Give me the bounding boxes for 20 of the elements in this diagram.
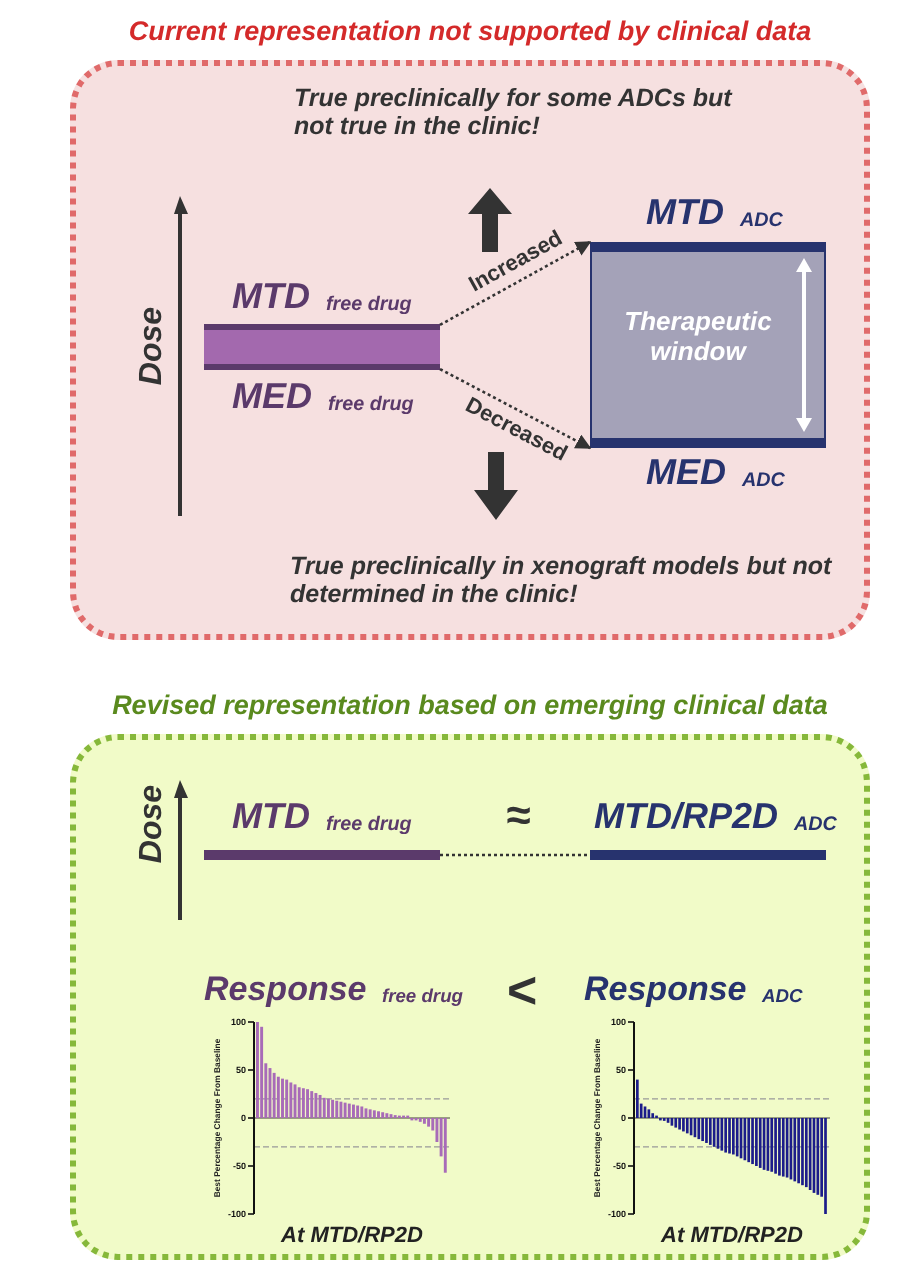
undefined: True preclinically in xenograft models but not determined in the clinic!: [290, 552, 834, 608]
dose-level-label: MED $_{free drug}$: [232, 376, 414, 418]
dose-level-label: MTD $_{ADC}$: [646, 192, 783, 234]
panel-heading: Revised representation based on emerging clinical data: [110, 690, 830, 720]
window-label: Therapeutic window: [622, 306, 774, 366]
dose-level-label: MED $_{ADC}$: [646, 452, 785, 494]
dose-level-label: MTD $_{free drug}$: [232, 276, 412, 318]
panel-heading: Current representation not supported by clinical data: [126, 16, 814, 46]
undefined: <: [506, 960, 539, 1022]
dotted-arrow: [439, 367, 592, 450]
axis-title: At MTD/RP2D: [661, 1224, 803, 1248]
dose-level-label: MTD/RP2D $_{ADC}$: [594, 796, 837, 838]
dotted-line: [440, 853, 590, 857]
axis-title: At MTD/RP2D: [281, 1224, 423, 1248]
dose-level-label: MTD $_{free drug}$: [232, 796, 412, 838]
undefined: ≈: [506, 790, 533, 842]
undefined: Dose: [135, 306, 172, 386]
undefined: True preclinically for some ADCs but not true in the clinic!: [294, 84, 735, 140]
dotted-arrow: [439, 240, 592, 327]
undefined: Dose: [135, 784, 172, 864]
